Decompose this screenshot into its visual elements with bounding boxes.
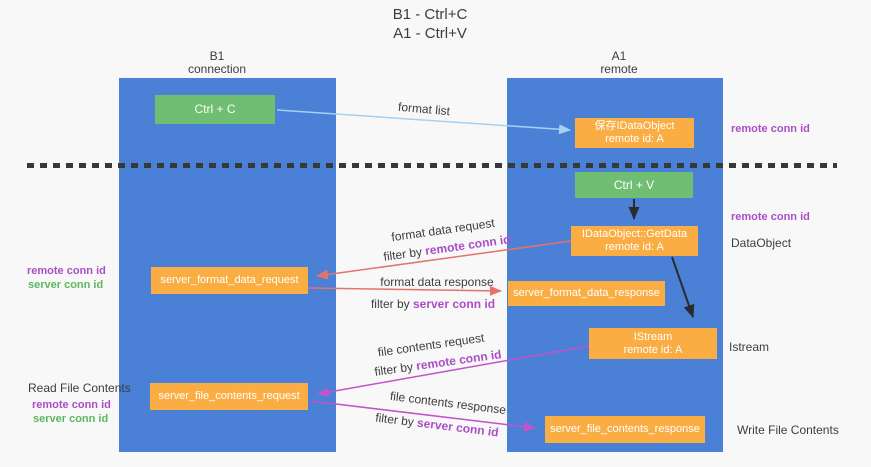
remote-conn-id-label-left-bottom: remote conn id xyxy=(32,399,111,411)
server-conn-id-label-left-bottom: server conn id xyxy=(33,413,109,425)
remote-conn-id-label-right-top: remote conn id xyxy=(731,123,810,135)
node-getdata: IDataObject::GetData remote id: A xyxy=(571,226,698,256)
node-ctrl-v: Ctrl + V xyxy=(575,172,693,198)
filter-by-text: filter by xyxy=(374,410,418,430)
getdata-line1: IDataObject::GetData xyxy=(581,228,688,240)
istream-label: Istream xyxy=(729,340,770,354)
title-line-2: A1 - Ctrl+V xyxy=(393,25,467,42)
remote-conn-id-label-right-mid: remote conn id xyxy=(731,211,810,223)
lane-b1-name: B1 xyxy=(209,49,225,63)
ctrl-v-label: Ctrl + V xyxy=(613,177,655,192)
lane-a1-name: A1 xyxy=(611,49,627,63)
server-conn-id-label-left-mid: server conn id xyxy=(28,279,104,291)
getdata-line2: remote id: A xyxy=(605,241,664,253)
lane-a1-role: remote xyxy=(600,62,638,76)
read-file-contents-label: Read File Contents xyxy=(28,381,131,395)
filter-by-text: filter by xyxy=(373,359,418,379)
filter-by-text: filter by xyxy=(382,244,427,264)
remote-conn-id-label-left-mid: remote conn id xyxy=(27,265,106,277)
format-list-label: format list xyxy=(397,99,451,119)
istream-line2: remote id: A xyxy=(623,343,683,356)
save-idataobject-line1: 保存IDataObject xyxy=(594,120,675,132)
server-file-contents-response-label: server_file_contents_response xyxy=(550,423,700,435)
node-save-idataobject: 保存IDataObject remote id: A xyxy=(575,118,694,148)
istream-line1: IStream xyxy=(633,330,673,343)
write-file-contents-label: Write File Contents xyxy=(737,423,839,437)
node-server-format-data-response: server_format_data_response xyxy=(508,281,665,306)
save-idataobject-line2: remote id: A xyxy=(605,133,664,145)
file-contents-response-label: file contents response xyxy=(389,388,507,418)
server-conn-id-text: server conn id xyxy=(412,297,496,311)
node-istream: IStream remote id: A xyxy=(589,328,717,359)
server-conn-id-text: server conn id xyxy=(416,415,500,440)
diagram-title: B1 - Ctrl+C A1 - Ctrl+V xyxy=(0,5,860,43)
filter-server-conn-id-label-2: filter by server conn id xyxy=(375,410,500,439)
server-format-data-response-label: server_format_data_response xyxy=(513,287,660,299)
filter-server-conn-id-label-1: filter by server conn id xyxy=(371,297,495,311)
node-ctrl-c: Ctrl + C xyxy=(155,95,275,124)
server-format-data-request-label: server_format_data_request xyxy=(160,274,299,286)
filter-by-text: filter by xyxy=(370,297,413,311)
node-server-file-contents-response: server_file_contents_response xyxy=(545,416,705,443)
server-file-contents-request-label: server_file_contents_request xyxy=(158,390,300,402)
node-server-file-contents-request: server_file_contents_request xyxy=(150,383,308,410)
node-server-format-data-request: server_format_data_request xyxy=(151,267,308,294)
dataobject-label: DataObject xyxy=(731,236,792,250)
lane-b1-header: B1 connection xyxy=(157,50,277,76)
lane-a1-header: A1 remote xyxy=(559,50,679,76)
format-data-response-label: format data response xyxy=(380,275,494,289)
session-divider xyxy=(27,163,837,168)
ctrl-c-label: Ctrl + C xyxy=(194,102,236,116)
lane-b1-role: connection xyxy=(187,62,247,76)
title-line-1: B1 - Ctrl+C xyxy=(392,6,468,23)
